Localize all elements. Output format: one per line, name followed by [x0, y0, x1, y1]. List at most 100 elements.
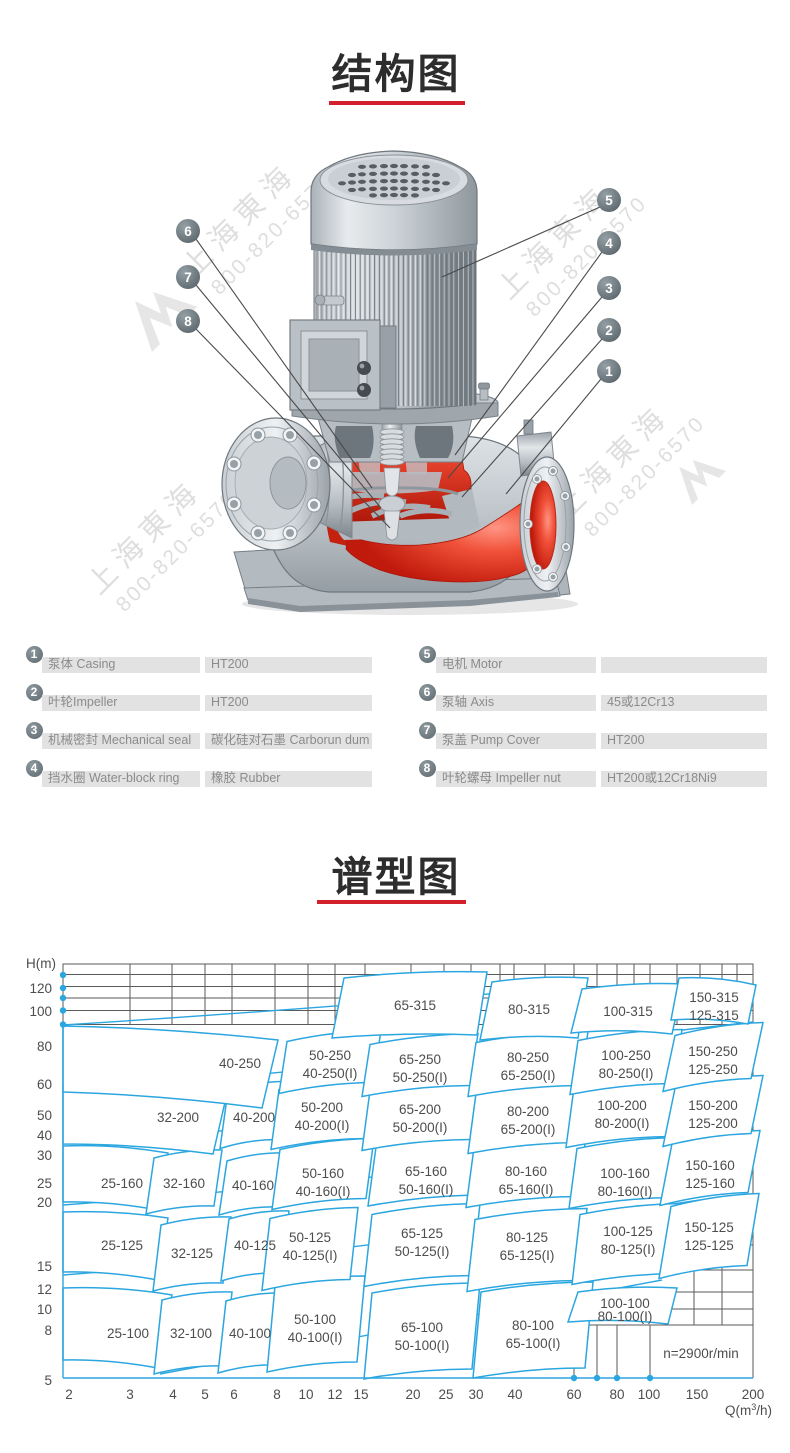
svg-text:40-160: 40-160: [232, 1178, 274, 1193]
svg-text:50-160: 50-160: [302, 1166, 344, 1181]
svg-text:32-100: 32-100: [170, 1326, 212, 1341]
svg-text:40-200: 40-200: [233, 1110, 275, 1125]
svg-text:80-160: 80-160: [505, 1164, 547, 1179]
svg-text:50: 50: [37, 1108, 52, 1123]
svg-text:150-315: 150-315: [689, 990, 739, 1005]
svg-text:50-160(I): 50-160(I): [399, 1182, 454, 1197]
svg-text:80-160(I): 80-160(I): [598, 1184, 653, 1199]
svg-text:40-125: 40-125: [234, 1238, 276, 1253]
svg-text:50-200: 50-200: [301, 1100, 343, 1115]
svg-text:100: 100: [638, 1387, 661, 1402]
svg-text:40-125(I): 40-125(I): [283, 1248, 338, 1263]
svg-text:8: 8: [184, 314, 192, 329]
svg-text:Q(m3/h): Q(m3/h): [725, 1402, 772, 1418]
svg-text:100-125: 100-125: [603, 1224, 653, 1239]
svg-text:100-250: 100-250: [601, 1048, 651, 1063]
svg-text:65-100(I): 65-100(I): [506, 1336, 561, 1351]
svg-text:4: 4: [169, 1387, 177, 1402]
svg-text:40: 40: [37, 1128, 52, 1143]
svg-text:30: 30: [468, 1387, 483, 1402]
svg-text:1: 1: [605, 364, 613, 379]
svg-text:H(m): H(m): [26, 956, 56, 971]
svg-text:25: 25: [438, 1387, 453, 1402]
svg-text:6: 6: [230, 1387, 238, 1402]
svg-text:65-315: 65-315: [394, 998, 436, 1013]
svg-text:12: 12: [327, 1387, 342, 1402]
svg-text:50-100: 50-100: [294, 1312, 336, 1327]
svg-text:4: 4: [605, 236, 613, 251]
svg-text:8: 8: [273, 1387, 281, 1402]
svg-text:20: 20: [405, 1387, 420, 1402]
svg-text:80-100: 80-100: [512, 1318, 554, 1333]
svg-text:40-100: 40-100: [229, 1326, 271, 1341]
svg-text:125-315: 125-315: [689, 1008, 739, 1023]
svg-text:200: 200: [742, 1387, 765, 1402]
svg-text:40: 40: [507, 1387, 522, 1402]
svg-text:10: 10: [298, 1387, 313, 1402]
svg-text:32-160: 32-160: [163, 1176, 205, 1191]
svg-text:40-160(I): 40-160(I): [296, 1184, 351, 1199]
svg-text:15: 15: [37, 1259, 52, 1274]
svg-text:3: 3: [605, 281, 613, 296]
svg-text:150: 150: [686, 1387, 709, 1402]
svg-text:65-100: 65-100: [401, 1320, 443, 1335]
svg-text:100-160: 100-160: [600, 1166, 650, 1181]
svg-text:65-160: 65-160: [405, 1164, 447, 1179]
svg-text:125-125: 125-125: [684, 1238, 734, 1253]
svg-text:80-100(I): 80-100(I): [598, 1309, 653, 1324]
svg-text:2: 2: [65, 1387, 73, 1402]
svg-text:65-125: 65-125: [401, 1226, 443, 1241]
svg-text:65-125(I): 65-125(I): [500, 1248, 555, 1263]
svg-text:65-200(I): 65-200(I): [501, 1122, 556, 1137]
svg-text:5: 5: [44, 1373, 52, 1388]
svg-text:32-200: 32-200: [157, 1110, 199, 1125]
svg-text:5: 5: [201, 1387, 209, 1402]
svg-text:65-250: 65-250: [399, 1052, 441, 1067]
svg-text:80: 80: [609, 1387, 624, 1402]
svg-text:32-125: 32-125: [171, 1246, 213, 1261]
svg-text:50-250: 50-250: [309, 1048, 351, 1063]
svg-text:8: 8: [44, 1323, 52, 1338]
svg-text:80-200(I): 80-200(I): [595, 1116, 650, 1131]
svg-text:50-125: 50-125: [289, 1230, 331, 1245]
svg-text:125-200: 125-200: [688, 1116, 738, 1131]
svg-text:150-200: 150-200: [688, 1098, 738, 1113]
svg-text:100: 100: [29, 1004, 52, 1019]
svg-text:80-250(I): 80-250(I): [599, 1066, 654, 1081]
svg-text:100-200: 100-200: [597, 1098, 647, 1113]
svg-text:40-200(I): 40-200(I): [295, 1118, 350, 1133]
svg-text:65-250(I): 65-250(I): [501, 1068, 556, 1083]
svg-text:100-100: 100-100: [600, 1296, 650, 1311]
svg-text:60: 60: [566, 1387, 581, 1402]
svg-text:5: 5: [605, 193, 613, 208]
svg-text:40-100(I): 40-100(I): [288, 1330, 343, 1345]
svg-text:150-125: 150-125: [684, 1220, 734, 1235]
svg-text:2: 2: [605, 323, 613, 338]
svg-text:12: 12: [37, 1282, 52, 1297]
svg-text:65-200: 65-200: [399, 1102, 441, 1117]
svg-text:25-160: 25-160: [101, 1176, 143, 1191]
svg-text:120: 120: [29, 981, 52, 996]
svg-text:30: 30: [37, 1148, 52, 1163]
svg-text:7: 7: [184, 270, 192, 285]
svg-text:50-100(I): 50-100(I): [395, 1338, 450, 1353]
svg-text:80-315: 80-315: [508, 1002, 550, 1017]
svg-text:15: 15: [353, 1387, 368, 1402]
svg-text:125-160: 125-160: [685, 1176, 735, 1191]
svg-text:40-250(I): 40-250(I): [303, 1066, 358, 1081]
svg-text:6: 6: [184, 224, 192, 239]
svg-text:65-160(I): 65-160(I): [499, 1182, 554, 1197]
svg-text:50-200(I): 50-200(I): [393, 1120, 448, 1135]
svg-text:25: 25: [37, 1176, 52, 1191]
svg-text:50-250(I): 50-250(I): [393, 1070, 448, 1085]
svg-text:25-100: 25-100: [107, 1326, 149, 1341]
svg-text:3: 3: [126, 1387, 134, 1402]
svg-text:10: 10: [37, 1302, 52, 1317]
svg-text:20: 20: [37, 1195, 52, 1210]
svg-text:150-160: 150-160: [685, 1158, 735, 1173]
svg-text:80-125: 80-125: [506, 1230, 548, 1245]
svg-text:60: 60: [37, 1077, 52, 1092]
svg-text:40-250: 40-250: [219, 1056, 261, 1071]
svg-text:150-250: 150-250: [688, 1044, 738, 1059]
svg-text:125-250: 125-250: [688, 1062, 738, 1077]
